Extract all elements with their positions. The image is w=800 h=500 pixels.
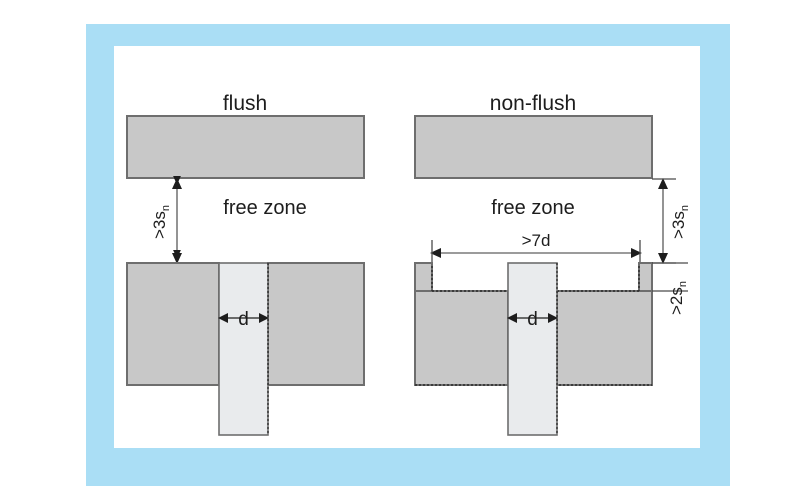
nonflush-block-right	[638, 262, 653, 292]
nonflush-d-label: d	[527, 309, 538, 330]
nonflush-3sn-subscript: n	[679, 205, 691, 211]
free-zone-label-right: free zone	[491, 197, 574, 219]
nonflush-2sn-label: >2s	[667, 287, 686, 315]
flush-block-right	[267, 262, 365, 386]
nonflush-7d-arrow-right	[631, 248, 642, 258]
nonflush-7d-arrow-left	[430, 248, 441, 258]
flush-d-arrow-right	[259, 313, 269, 323]
svg-text:>2sn: >2sn	[667, 281, 689, 315]
flush-3sn-label: >3s	[150, 211, 169, 239]
flush-block-left	[126, 262, 220, 386]
nonflush-2sn-subscript: n	[677, 281, 689, 287]
flush-3sn-subscript: n	[160, 205, 172, 211]
nonflush-3sn-label-group: >3sn	[669, 205, 691, 239]
nonflush-sensor-body	[507, 262, 558, 436]
nonflush-2sn-label-group: >2sn	[667, 281, 689, 315]
nonflush-d-arrow-left	[507, 313, 517, 323]
svg-text:>3sn: >3sn	[150, 205, 172, 239]
flush-3sn-arrow-up	[172, 178, 182, 189]
nonflush-7d-label: >7d	[522, 231, 551, 250]
nonflush-3sn-label: >3s	[669, 211, 688, 239]
svg-text:>3sn: >3sn	[669, 205, 691, 239]
nonflush-block-left	[414, 262, 433, 292]
flush-target-plate	[126, 115, 365, 179]
free-zone-label-left: free zone	[223, 197, 306, 219]
title-non-flush: non-flush	[490, 92, 576, 115]
flush-d-label: d	[238, 309, 249, 330]
nonflush-target-plate	[414, 115, 653, 179]
nonflush-3sn-arrow-up	[658, 178, 668, 189]
nonflush-3sn-arrow-down	[658, 253, 668, 264]
nonflush-d-arrow-right	[548, 313, 558, 323]
nonflush-block-body-left	[414, 290, 509, 386]
flush-d-arrow-left	[218, 313, 228, 323]
flush-3sn-label-group: >3sn	[150, 205, 172, 239]
flush-sensor-body	[218, 262, 269, 436]
nonflush-block-body-right	[556, 290, 653, 386]
flush-3sn-arrow-down	[172, 253, 182, 264]
title-flush: flush	[223, 92, 267, 115]
